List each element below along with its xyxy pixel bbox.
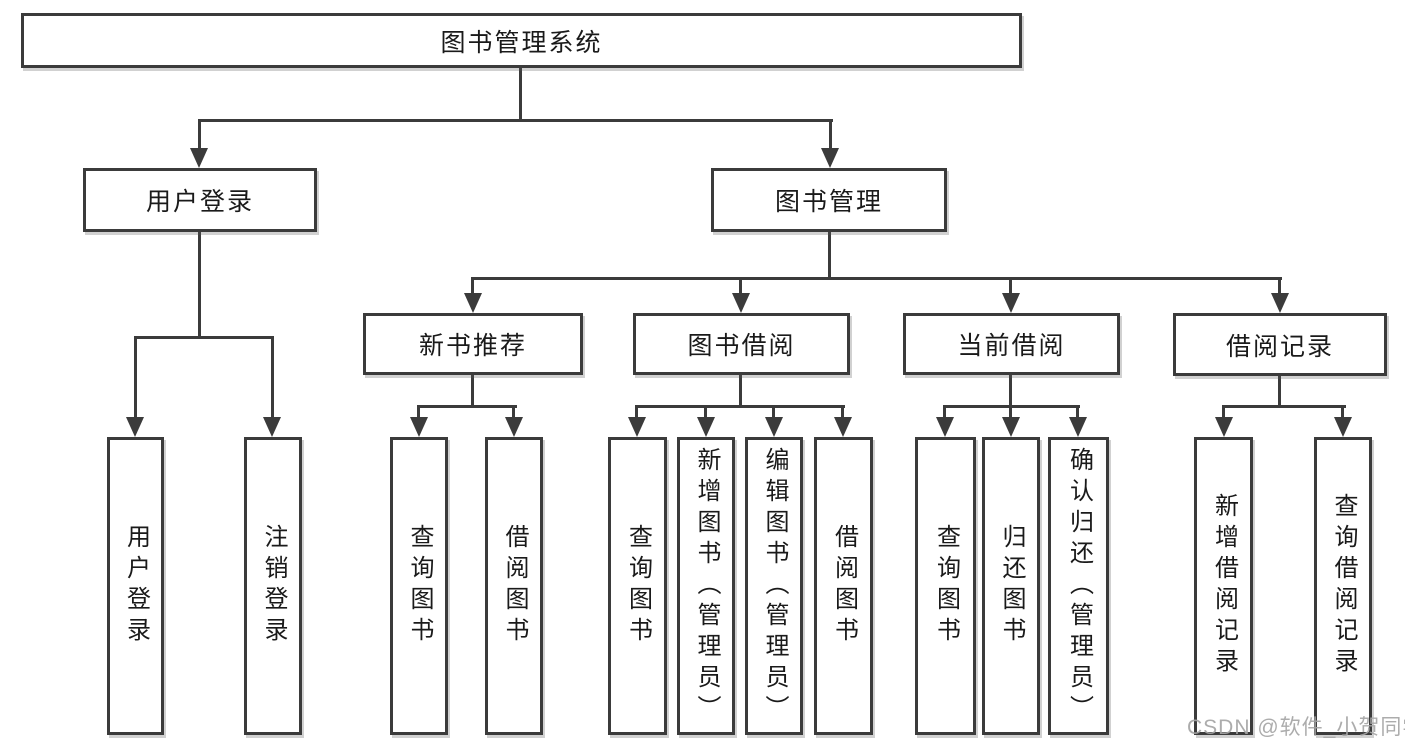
node-current-confirm-return-admin: 确认归还（管理员） bbox=[1048, 437, 1109, 735]
connector-line bbox=[471, 277, 1282, 280]
node-current-query-books: 查询图书 bbox=[915, 437, 976, 735]
arrowhead-icon bbox=[821, 148, 839, 168]
connector-line bbox=[512, 405, 515, 417]
connector-line bbox=[1278, 277, 1281, 293]
connector-line bbox=[1009, 405, 1012, 417]
arrowhead-icon bbox=[628, 417, 646, 437]
arrowhead-icon bbox=[126, 417, 144, 437]
node-recommend-query-books: 查询图书 bbox=[390, 437, 448, 735]
node-records-add-record: 新增借阅记录 bbox=[1194, 437, 1253, 735]
connector-line bbox=[772, 405, 775, 417]
node-user-login-action: 用户登录 bbox=[107, 437, 164, 735]
arrowhead-icon bbox=[410, 417, 428, 437]
arrowhead-icon bbox=[732, 293, 750, 313]
connector-line bbox=[739, 277, 742, 293]
connector-line bbox=[198, 232, 201, 336]
arrowhead-icon bbox=[1002, 417, 1020, 437]
node-book-management: 图书管理 bbox=[711, 168, 947, 232]
connector-line bbox=[739, 375, 742, 405]
connector-line bbox=[1076, 405, 1079, 417]
connector-line bbox=[271, 336, 274, 417]
node-recommend-borrow-books: 借阅图书 bbox=[485, 437, 543, 735]
connector-line bbox=[841, 405, 844, 417]
connector-line bbox=[134, 336, 274, 339]
node-book-borrowing: 图书借阅 bbox=[633, 313, 850, 375]
connector-line bbox=[635, 405, 845, 408]
connector-line bbox=[417, 405, 517, 408]
connector-line bbox=[943, 405, 946, 417]
arrowhead-icon bbox=[936, 417, 954, 437]
connector-line bbox=[1222, 405, 1346, 408]
connector-line bbox=[198, 119, 833, 122]
arrowhead-icon bbox=[697, 417, 715, 437]
connector-line bbox=[471, 375, 474, 405]
connector-line bbox=[1009, 277, 1012, 293]
arrowhead-icon bbox=[1069, 417, 1087, 437]
node-borrow-edit-books-admin: 编辑图书（管理员） bbox=[745, 437, 803, 735]
connector-line bbox=[1341, 405, 1344, 417]
node-logout-action: 注销登录 bbox=[244, 437, 302, 735]
connector-line bbox=[471, 277, 474, 293]
arrowhead-icon bbox=[505, 417, 523, 437]
arrowhead-icon bbox=[1334, 417, 1352, 437]
connector-line bbox=[134, 336, 137, 417]
arrowhead-icon bbox=[190, 148, 208, 168]
connector-line bbox=[829, 119, 832, 148]
node-borrow-query-books: 查询图书 bbox=[608, 437, 667, 735]
arrowhead-icon bbox=[464, 293, 482, 313]
arrowhead-icon bbox=[1271, 293, 1289, 313]
node-new-book-recommend: 新书推荐 bbox=[363, 313, 583, 375]
arrowhead-icon bbox=[834, 417, 852, 437]
connector-line bbox=[1009, 375, 1012, 405]
connector-line bbox=[1278, 375, 1281, 405]
arrowhead-icon bbox=[765, 417, 783, 437]
node-borrowing-records: 借阅记录 bbox=[1173, 313, 1387, 376]
connector-line bbox=[704, 405, 707, 417]
arrowhead-icon bbox=[263, 417, 281, 437]
node-library-management-system: 图书管理系统 bbox=[21, 13, 1022, 68]
connector-line bbox=[1222, 405, 1225, 417]
node-borrow-add-books-admin: 新增图书（管理员） bbox=[677, 437, 735, 735]
connector-line bbox=[417, 405, 420, 417]
connector-line bbox=[519, 68, 522, 119]
node-user-login: 用户登录 bbox=[83, 168, 317, 232]
connector-line bbox=[635, 405, 638, 417]
node-current-return-books: 归还图书 bbox=[982, 437, 1040, 735]
node-borrow-borrow-books: 借阅图书 bbox=[814, 437, 873, 735]
connector-line bbox=[198, 119, 201, 148]
node-current-borrowing: 当前借阅 bbox=[903, 313, 1120, 375]
watermark: CSDN @软件_小贺同学 bbox=[1187, 716, 1405, 739]
node-records-query-record: 查询借阅记录 bbox=[1314, 437, 1372, 735]
connector-line bbox=[828, 232, 831, 277]
arrowhead-icon bbox=[1002, 293, 1020, 313]
arrowhead-icon bbox=[1215, 417, 1233, 437]
